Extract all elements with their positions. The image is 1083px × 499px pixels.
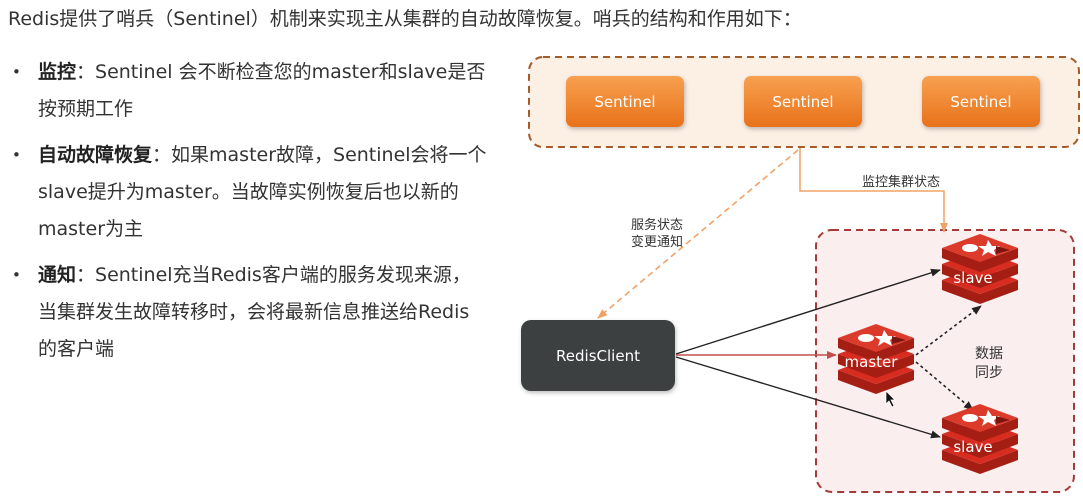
bullet-dot: •	[12, 266, 21, 284]
page-heading: Redis提供了哨兵（Sentinel）机制来实现主从集群的自动故障恢复。哨兵的…	[8, 8, 802, 30]
client-to-slave-bottom-arrow	[675, 356, 941, 439]
bullet-text: ：Sentinel充当Redis客户端的服务发现来源，当集群发生故障转移时，会将…	[38, 264, 471, 360]
bullet-term: 通知	[38, 264, 77, 286]
notify-label-line2: 变更通知	[631, 234, 683, 250]
client-label: RedisClient	[556, 347, 640, 365]
sync-label-line2: 同步	[975, 365, 1003, 381]
sentinel-node-1	[566, 76, 684, 127]
bullet-dot: •	[12, 146, 21, 164]
bullet-text: ：如果master故障，Sentinel会将一个slave提升为master。当…	[38, 144, 487, 240]
slave-bottom-label: slave	[953, 438, 992, 456]
list-item-failover: • 自动故障恢复：如果master故障，Sentinel会将一个slave提升为…	[8, 137, 488, 248]
sentinel-node-3	[922, 76, 1040, 127]
bullet-term: 监控	[38, 61, 77, 83]
mouse-cursor-icon	[885, 390, 896, 408]
sync-to-slave-bottom-arrow	[915, 361, 974, 411]
sentinel-node-2	[744, 76, 862, 127]
feature-list: • 监控：Sentinel 会不断检查您的master和slave是否按预期工作…	[8, 54, 488, 377]
sync-label-line1: 数据	[975, 346, 1003, 362]
client-to-slave-top-arrow	[675, 268, 941, 355]
monitor-label: 监控集群状态	[862, 174, 940, 190]
notify-label-line1: 服务状态	[631, 217, 683, 233]
sentinel-label: Sentinel	[772, 93, 833, 111]
bullet-text: ：Sentinel 会不断检查您的master和slave是否按预期工作	[38, 61, 486, 120]
redis-client-node	[521, 320, 675, 391]
master-label: master	[845, 353, 899, 371]
list-item-notify: • 通知：Sentinel充当Redis客户端的服务发现来源，当集群发生故障转移…	[8, 257, 488, 368]
sentinel-label: Sentinel	[950, 93, 1011, 111]
bullet-dot: •	[12, 63, 21, 81]
sync-to-slave-top-arrow	[915, 305, 982, 356]
list-item-monitor: • 监控：Sentinel 会不断检查您的master和slave是否按预期工作	[8, 54, 488, 128]
sentinel-label: Sentinel	[594, 93, 655, 111]
monitor-arrow	[799, 148, 948, 233]
slave-top-label: slave	[953, 269, 992, 287]
bullet-term: 自动故障恢复	[38, 144, 153, 166]
notify-arrow	[597, 149, 799, 319]
